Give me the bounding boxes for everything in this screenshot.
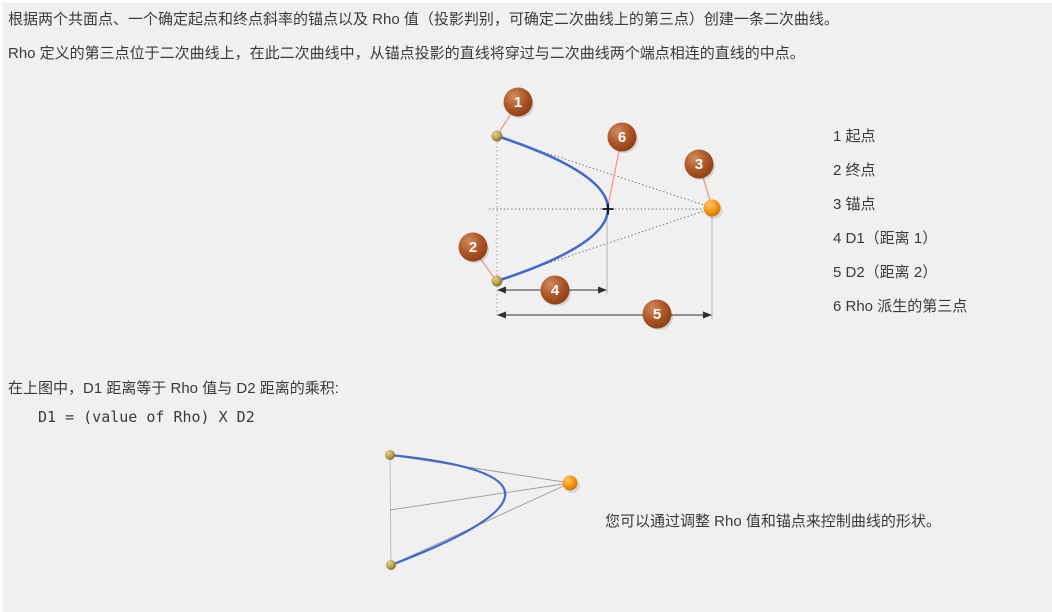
callout-label-3: 3 (695, 156, 703, 173)
callout-ball-4: 4 (540, 275, 571, 306)
legend-item-d2: 5 D2（距离 2） (833, 264, 938, 281)
callout-ball-5: 5 (642, 299, 673, 330)
legend-item-end: 2 终点 (833, 162, 876, 179)
legend-item-anchor: 3 锚点 (833, 196, 876, 213)
page-edge-top (0, 0, 1052, 3)
intro-paragraph-2: Rho 定义的第三点位于二次曲线上，在此二次曲线中，从锚点投影的直线将穿过与二次… (8, 45, 805, 62)
anchor-point (703, 199, 721, 217)
formula-code: D1 = (value of Rho) X D2 (38, 408, 255, 426)
formula-text: 在上图中，D1 距离等于 Rho 值与 D2 距离的乘积: (8, 380, 339, 397)
callout-label-2: 2 (469, 239, 477, 256)
small-conic-curve (388, 453, 507, 567)
main-diagram: 1 2 3 4 5 6 (458, 87, 723, 330)
small-start-point (385, 450, 395, 460)
callout-leaders (474, 105, 712, 280)
small-end-point (386, 560, 396, 570)
third-point-cross (602, 203, 614, 215)
legend-item-rho-point: 6 Rho 派生的第三点 (833, 298, 968, 315)
small-anchor-point (562, 475, 578, 491)
callout-label-6: 6 (618, 129, 626, 146)
callout-label-1: 1 (514, 94, 522, 111)
start-point (491, 130, 503, 142)
intro-paragraph-1: 根据两个共面点、一个确定起点和终点斜率的锚点以及 Rho 值（投影判别，可确定二… (8, 11, 839, 28)
callout-ball-1: 1 (503, 87, 534, 118)
page-edge-left (0, 0, 3, 612)
callout-label-4: 4 (551, 282, 560, 299)
small-midline (389, 482, 571, 511)
callout-ball-2: 2 (458, 232, 489, 263)
dimension-d2-arrow (497, 311, 712, 319)
callout-label-5: 5 (653, 306, 661, 323)
small-diagram (385, 450, 580, 570)
callout-ball-3: 3 (684, 149, 715, 180)
callout-ball-6: 6 (607, 122, 638, 153)
legend-item-d1: 4 D1（距离 1） (833, 230, 938, 247)
legend-item-start: 1 起点 (833, 128, 876, 145)
note-text: 您可以通过调整 Rho 值和锚点来控制曲线的形状。 (605, 513, 941, 530)
end-point (491, 275, 503, 287)
leader-6 (607, 140, 622, 207)
legend: 1 起点 2 终点 3 锚点 4 D1（距离 1） 5 D2（距离 2） 6 R… (833, 120, 967, 324)
